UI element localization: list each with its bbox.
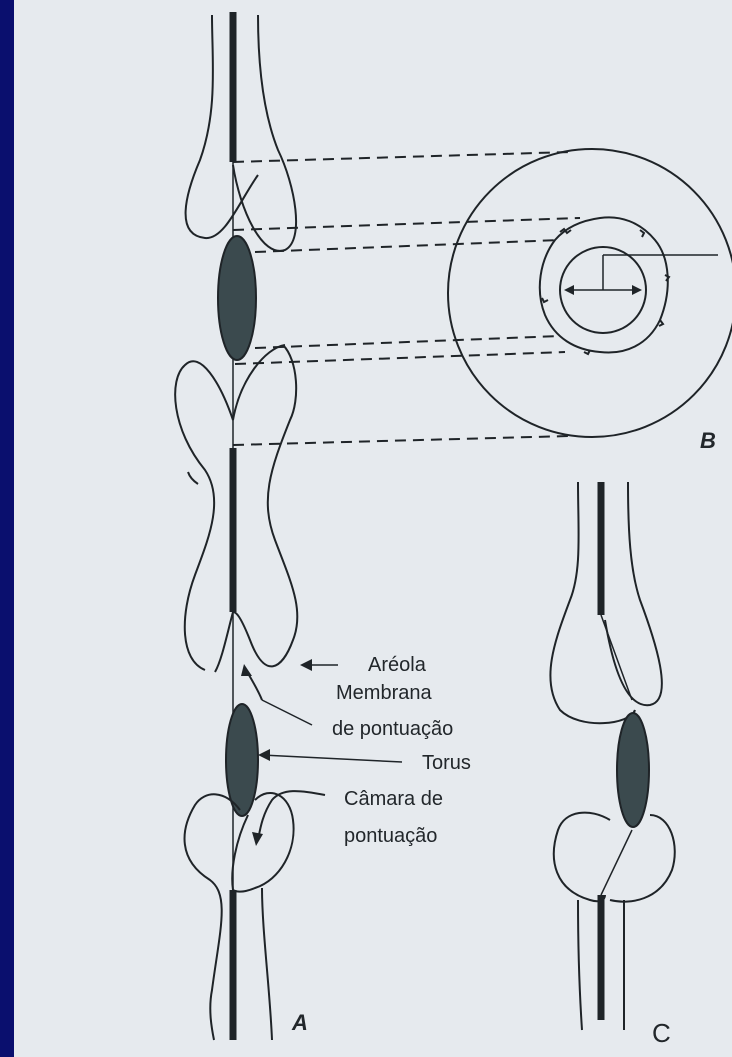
projection-line-3	[255, 240, 560, 252]
c-wall-top-left	[550, 482, 635, 723]
label-torus: Torus	[422, 752, 471, 774]
diameter-arrow-right	[632, 285, 642, 295]
label-membrana-line2: de pontuação	[332, 718, 453, 740]
c-membrane-lower	[601, 830, 632, 895]
panel-letter-c: C	[652, 1018, 671, 1049]
upper-torus	[218, 236, 256, 360]
panel-c-section	[550, 482, 674, 1030]
cell-wall-mid-inner	[188, 472, 198, 484]
figure-paper: Aréola Membrana de pontuação Torus Câmar…	[14, 0, 732, 1057]
diameter-arrow-left	[564, 285, 574, 295]
label-camara-line1: Câmara de	[344, 788, 443, 810]
panel-letter-a: A	[292, 1010, 308, 1036]
camara-arrowhead	[252, 832, 263, 846]
lower-torus	[226, 704, 258, 816]
membrana-leader	[262, 700, 312, 725]
c-torus	[617, 713, 649, 827]
areola-arrowhead	[300, 659, 312, 671]
projection-line-5	[235, 352, 565, 364]
label-areola: Aréola	[368, 654, 426, 676]
label-camara-line2: pontuação	[344, 825, 437, 847]
c-wall-bottom-left	[554, 813, 610, 902]
projection-line-4	[255, 336, 560, 348]
outer-pit-border	[448, 149, 732, 437]
panel-a-section	[175, 12, 402, 1040]
cell-wall-mid-arc	[215, 612, 233, 672]
cell-wall-top-right	[233, 15, 296, 251]
label-membrana-line1: Membrana	[336, 682, 432, 704]
panel-letter-b: B	[700, 428, 716, 454]
c-wall-bottom-right	[610, 815, 675, 902]
cell-wall-mid-right	[233, 345, 297, 666]
c-wall-bottom-left-tail	[578, 900, 582, 1030]
projection-line-2	[233, 218, 580, 230]
torus-arrow	[262, 755, 402, 762]
membrana-arrowhead	[241, 664, 252, 676]
cell-wall-top-left	[186, 15, 258, 238]
cell-wall-bottom-right-tail	[262, 888, 272, 1040]
panel-b-face-view	[233, 149, 732, 445]
bordered-pit-diagram	[14, 0, 732, 1057]
c-wall-top-right	[605, 482, 662, 705]
torus-arrowhead	[258, 749, 270, 761]
